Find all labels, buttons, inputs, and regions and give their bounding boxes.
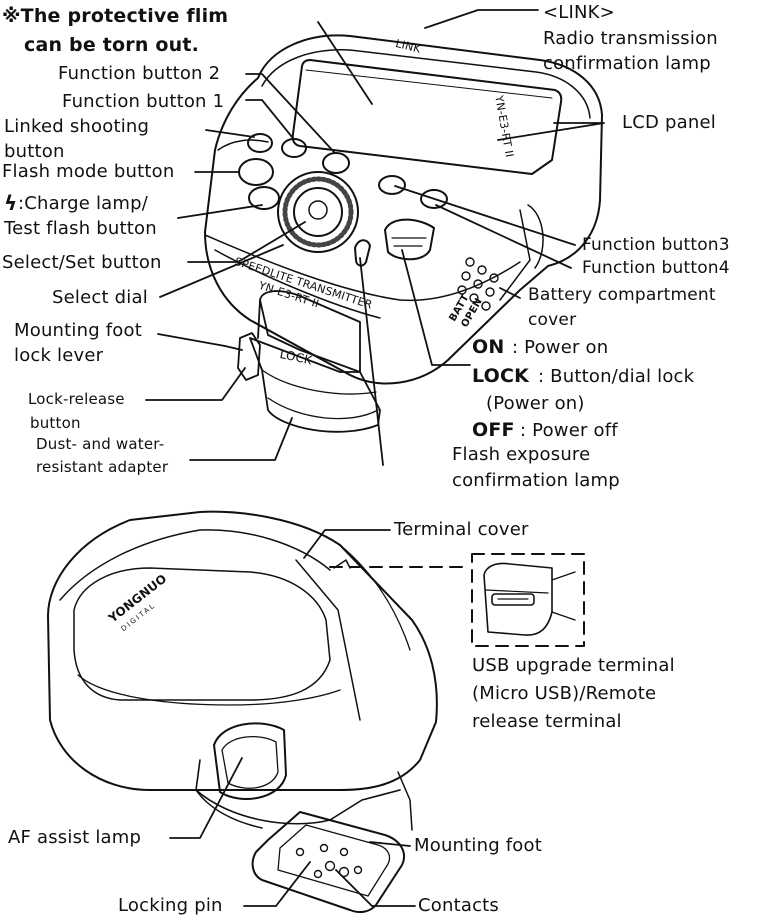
label-link-desc-2: confirmation lamp [543, 53, 711, 74]
note-line-2: can be torn out. [24, 34, 200, 56]
function-button-2-shape [322, 152, 350, 174]
label-lock-release-2: button [30, 414, 81, 432]
select-dial-shape [277, 171, 359, 253]
label-select-set: Select/Set button [2, 252, 162, 273]
label-terminal-cover: Terminal cover [394, 519, 529, 540]
test-flash-button-shape [248, 186, 280, 210]
bottom-display-window [73, 567, 331, 701]
lcd-panel [291, 59, 563, 175]
linked-shooting-button-shape [247, 133, 273, 153]
label-linked-shooting-1: Linked shooting [4, 116, 150, 137]
power-switch-shape [384, 218, 435, 261]
label-dust-1: Dust- and water- [36, 435, 165, 453]
mounting-foot-shape [251, 811, 405, 914]
label-flash-mode: Flash mode button [2, 161, 175, 182]
label-link-tag: <LINK> [543, 2, 615, 23]
label-lock-desc-1: : Button/dial lock [538, 366, 695, 387]
label-select-dial: Select dial [52, 287, 148, 308]
bottom-leader-lines [169, 529, 416, 907]
micro-usb-port [491, 593, 535, 606]
label-dust-2: resistant adapter [36, 458, 169, 476]
label-lock-desc-2: (Power on) [486, 393, 585, 414]
label-af-assist: AF assist lamp [8, 827, 142, 848]
label-fe-lamp-1: Flash exposure [452, 444, 591, 465]
function-button-4-shape [420, 189, 448, 209]
label-fe-lamp-2: confirmation lamp [452, 470, 620, 491]
label-function-button-2: Function button 2 [58, 63, 221, 84]
label-linked-shooting-2: button [4, 141, 65, 162]
label-locking-pin: Locking pin [118, 895, 223, 916]
label-mounting-lever-1: Mounting foot [14, 320, 142, 341]
label-off-key: OFF [472, 419, 515, 441]
label-charge-lamp-1: :Charge lamp/ [18, 193, 149, 214]
function-button-1-shape [281, 138, 307, 158]
contact-dots [295, 843, 363, 879]
label-mounting-lever-2: lock lever [14, 345, 104, 366]
label-battery-2: cover [528, 310, 577, 330]
label-usb-1: USB upgrade terminal [472, 655, 675, 676]
top-leader-lines [145, 9, 605, 466]
flash-mode-button-shape [238, 158, 274, 186]
label-lcd-panel: LCD panel [622, 112, 716, 133]
function-button-3-shape [378, 175, 406, 195]
label-off-desc: : Power off [520, 420, 618, 441]
transmitter-bottom-view [47, 510, 438, 914]
fe-lamp-shape [354, 239, 371, 267]
label-function-button-3: Function button3 [582, 235, 730, 255]
transmitter-top-view [204, 34, 603, 433]
label-link-desc-1: Radio transmission [543, 28, 718, 49]
label-usb-2: (Micro USB)/Remote [472, 683, 657, 704]
label-usb-3: release terminal [472, 711, 622, 732]
label-lock-release-1: Lock-release [28, 390, 125, 408]
label-mounting-foot: Mounting foot [414, 835, 542, 856]
note-line-1: ※The protective flim [2, 5, 229, 27]
label-on-key: ON [472, 336, 505, 358]
label-function-button-4: Function button4 [582, 258, 730, 278]
charge-lamp-symbol: ϟ [4, 191, 18, 215]
label-function-button-1: Function button 1 [62, 91, 225, 112]
usb-inset [329, 553, 585, 647]
label-lock-key: LOCK [472, 365, 530, 387]
label-battery-1: Battery compartment [528, 285, 716, 305]
label-on-desc: : Power on [512, 337, 609, 358]
label-contacts: Contacts [418, 895, 500, 916]
label-charge-lamp-2: Test flash button [4, 218, 157, 239]
mount-lock-lever-shape [237, 332, 261, 381]
af-assist-lamp-shape [213, 722, 287, 800]
battery-grip-dots [457, 257, 499, 311]
